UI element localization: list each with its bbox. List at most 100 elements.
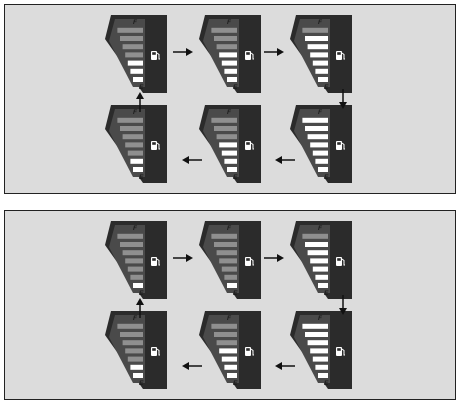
fuel-level-bar (214, 36, 237, 41)
fuel-level-bar (224, 275, 237, 280)
fuel-level-bar (318, 373, 328, 378)
fuel-level-bar (313, 151, 328, 156)
arrow-icon (182, 361, 202, 371)
fuel-gauge-graphic: FE (103, 103, 169, 185)
fuel-level-bar (219, 142, 237, 147)
fuel-level-bar (224, 69, 237, 74)
arrow-icon (135, 298, 145, 318)
fuel-level-bar (318, 283, 328, 288)
empty-label: E (139, 84, 144, 91)
fuel-level-bar (222, 61, 237, 66)
sequence-arrow-left (182, 361, 202, 371)
fuel-level-bar (211, 324, 237, 329)
fuel-level-bar (315, 69, 328, 74)
fuel-level-bar (123, 44, 143, 49)
fuel-level-bar (130, 69, 143, 74)
fuel-level-bar (227, 373, 237, 378)
fuel-level-bar (224, 159, 237, 164)
arrow-icon (173, 253, 193, 263)
fuel-level-bar (305, 242, 328, 247)
fuel-level-bar (222, 357, 237, 362)
fuel-level-bar (315, 159, 328, 164)
empty-label: E (324, 290, 329, 297)
fuel-level-bar (302, 324, 328, 329)
fuel-level-bar (318, 167, 328, 172)
sequence-arrow-down (338, 295, 348, 315)
fuel-gauge-graphic: FE (288, 219, 354, 301)
sequence-arrow-left (275, 155, 295, 165)
empty-label: E (233, 174, 238, 181)
fuel-level-bar (125, 258, 143, 263)
fuel-level-bar (120, 36, 143, 41)
fuel-level-bar (130, 159, 143, 164)
fuel-level-bar (125, 142, 143, 147)
fuel-gauge-graphic: FE (197, 103, 263, 185)
fuel-level-bar (222, 267, 237, 272)
empty-label: E (139, 380, 144, 387)
fuel-level-bar (133, 373, 143, 378)
fuel-level-bar (217, 44, 237, 49)
arrow-icon (182, 155, 202, 165)
empty-label: E (139, 290, 144, 297)
fuel-level-bar (219, 52, 237, 57)
fuel-level-bar (128, 151, 143, 156)
fuel-level-bar (214, 126, 237, 131)
fuel-level-bar (308, 250, 328, 255)
fuel-gauge-graphic: FE (103, 309, 169, 391)
fuel-level-bar (130, 365, 143, 370)
sequence-arrow-left (182, 155, 202, 165)
fuel-level-bar (123, 134, 143, 139)
fuel-level-bar (123, 340, 143, 345)
fuel-level-bar (302, 234, 328, 239)
fuel-gauge: FE (288, 103, 354, 185)
fuel-level-bar (302, 118, 328, 123)
fuel-level-bar (305, 332, 328, 337)
fuel-level-bar (227, 283, 237, 288)
arrow-icon (275, 155, 295, 165)
fuel-level-bar (308, 134, 328, 139)
arrow-icon (135, 92, 145, 112)
fuel-level-bar (120, 126, 143, 131)
fuel-level-bar (310, 258, 328, 263)
sequence-arrow-right (264, 47, 284, 57)
fuel-gauge: FE (197, 219, 263, 301)
fuel-level-bar (318, 77, 328, 82)
fuel-gauge-graphic: FE (197, 13, 263, 95)
fuel-level-bar (211, 118, 237, 123)
fuel-level-bar (214, 242, 237, 247)
fuel-level-bar (308, 44, 328, 49)
fuel-level-bar (219, 258, 237, 263)
fuel-level-bar (211, 28, 237, 33)
arrow-icon (275, 361, 295, 371)
fuel-level-bar (315, 365, 328, 370)
fuel-gauge-graphic: FE (197, 219, 263, 301)
fuel-level-bar (222, 151, 237, 156)
fuel-level-bar (130, 275, 143, 280)
fuel-level-bar (133, 283, 143, 288)
fuel-level-bar (211, 234, 237, 239)
fuel-level-bar (117, 234, 143, 239)
sequence-arrow-right (173, 253, 193, 263)
empty-label: E (324, 380, 329, 387)
fuel-level-bar (133, 167, 143, 172)
fuel-level-bar (117, 118, 143, 123)
empty-label: E (139, 174, 144, 181)
fuel-level-bar (117, 324, 143, 329)
arrow-icon (264, 47, 284, 57)
fuel-level-bar (315, 275, 328, 280)
fuel-gauge-graphic: FE (197, 309, 263, 391)
fuel-gauge-graphic: FE (103, 13, 169, 95)
fuel-level-bar (310, 52, 328, 57)
fuel-level-bar (224, 365, 237, 370)
fuel-level-bar (308, 340, 328, 345)
fuel-level-bar (217, 340, 237, 345)
fuel-level-bar (133, 77, 143, 82)
arrow-icon (264, 253, 284, 263)
empty-label: E (233, 380, 238, 387)
